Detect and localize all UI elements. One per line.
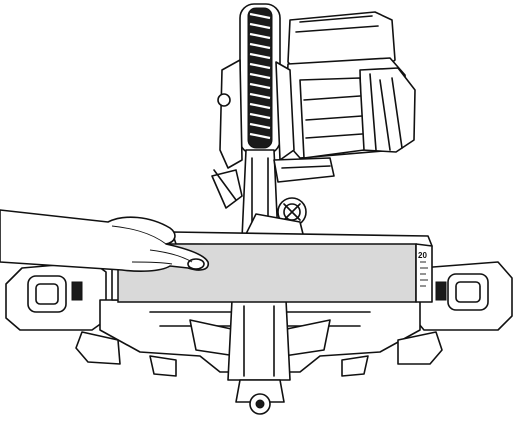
saw-base [5, 261, 513, 415]
motor-housing [283, 11, 416, 159]
hand-icon [0, 209, 210, 272]
miter-scale-label: 20 [418, 251, 427, 260]
saw-arm [211, 149, 335, 239]
saw-blade [239, 3, 281, 155]
blade-guard [217, 59, 295, 169]
